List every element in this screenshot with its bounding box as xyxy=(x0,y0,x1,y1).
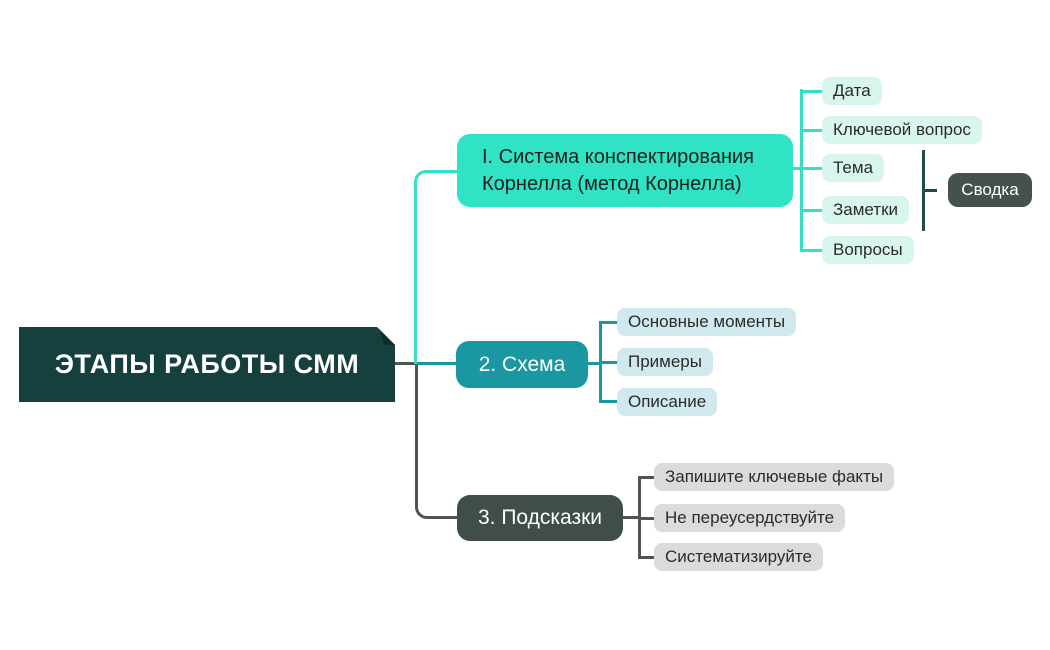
connector-cornell-child-3 xyxy=(800,167,822,170)
connector-tips-stub xyxy=(623,516,640,519)
connector-cornell-child-5 xyxy=(800,249,822,252)
branch-node-tips[interactable]: 3. Подсказки xyxy=(457,495,623,541)
connector-schema-stub xyxy=(588,362,602,365)
connector-root-to-tips xyxy=(415,364,458,519)
child-label: Примеры xyxy=(628,352,702,371)
child-node-description[interactable]: Описание xyxy=(617,388,718,416)
child-node-key-question[interactable]: Ключевой вопрос xyxy=(822,116,982,144)
child-label: Основные моменты xyxy=(628,312,786,331)
connector-tips-child-1 xyxy=(638,476,654,479)
branch-cornell-label: I. Система конспектирования Корнелла (ме… xyxy=(482,145,754,195)
child-node-questions[interactable]: Вопросы xyxy=(822,236,914,264)
root-node[interactable]: ЭТАПЫ РАБОТЫ СММ xyxy=(19,327,395,402)
connector-root-stub xyxy=(394,362,417,365)
branch-node-schema[interactable]: 2. Схема xyxy=(456,341,588,388)
root-label: ЭТАПЫ РАБОТЫ СММ xyxy=(54,349,360,379)
child-label: Описание xyxy=(628,392,707,411)
child-label: Не переусердствуйте xyxy=(665,508,835,527)
child-node-write-key-facts[interactable]: Запишите ключевые факты xyxy=(654,463,895,491)
child-node-topic[interactable]: Тема xyxy=(822,154,885,182)
child-label: Запишите ключевые факты xyxy=(665,467,884,486)
branch-tips-label: 3. Подсказки xyxy=(477,506,603,529)
connector-schema-child-1 xyxy=(599,321,617,324)
summary-label: Сводка xyxy=(961,180,1019,199)
child-node-examples[interactable]: Примеры xyxy=(617,348,713,376)
connector-schema-child-2 xyxy=(599,361,617,364)
child-node-systematize[interactable]: Систематизируйте xyxy=(654,543,823,571)
connector-cornell-child-2 xyxy=(800,129,822,132)
child-label: Вопросы xyxy=(833,240,903,259)
child-node-dont-overdo[interactable]: Не переусердствуйте xyxy=(654,504,846,532)
child-node-notes[interactable]: Заметки xyxy=(822,196,910,224)
summary-bracket-stub xyxy=(922,189,937,192)
child-label: Заметки xyxy=(833,200,899,219)
summary-node[interactable]: Сводка xyxy=(948,173,1032,207)
connector-cornell-child-4 xyxy=(800,209,822,212)
connector-cornell-trunk xyxy=(800,89,803,252)
child-label: Систематизируйте xyxy=(665,547,812,566)
connector-cornell-child-1 xyxy=(800,90,822,93)
child-label: Ключевой вопрос xyxy=(833,120,971,139)
child-label: Тема xyxy=(833,158,874,177)
branch-node-cornell[interactable]: I. Система конспектирования Корнелла (ме… xyxy=(457,134,793,207)
child-label: Дата xyxy=(833,81,871,100)
connector-root-to-schema xyxy=(417,362,457,365)
connector-tips-child-3 xyxy=(638,556,654,559)
connector-root-to-cornell xyxy=(414,170,458,364)
connector-tips-child-2 xyxy=(638,517,654,520)
connector-schema-child-3 xyxy=(599,400,617,403)
branch-schema-label: 2. Схема xyxy=(478,352,566,376)
connector-cornell-stub xyxy=(793,167,805,170)
child-node-key-points[interactable]: Основные моменты xyxy=(617,308,797,336)
child-node-data[interactable]: Дата xyxy=(822,77,882,105)
